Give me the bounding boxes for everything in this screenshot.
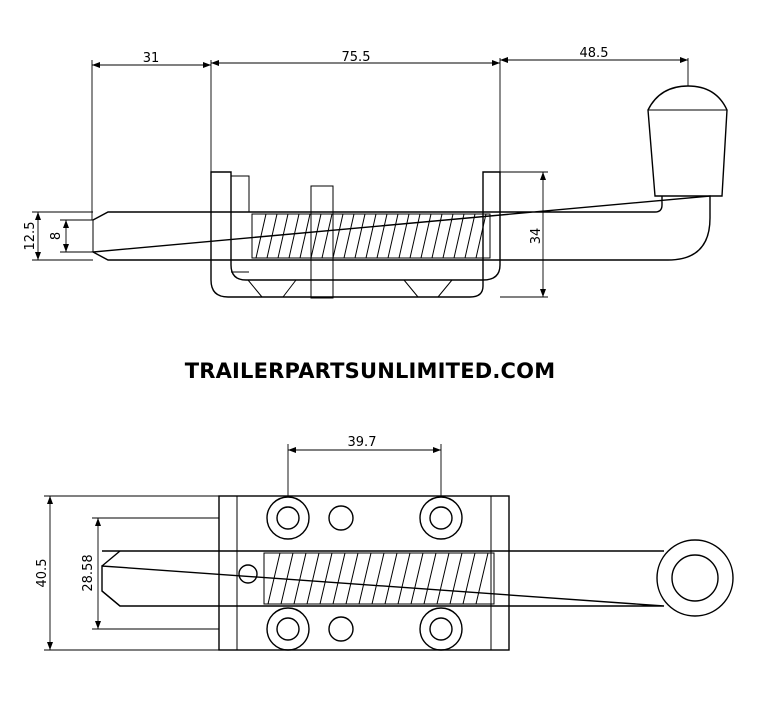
spring-coil-line — [384, 552, 398, 605]
spring-coil-line — [280, 552, 294, 605]
handle-ring-outer — [656, 539, 734, 617]
spring-coil-line — [277, 213, 289, 259]
spring-coil-line — [436, 552, 450, 605]
bracket-feet — [247, 279, 453, 298]
dim-hole-spacing: 39.7 — [348, 435, 377, 450]
spring-coil-line — [462, 552, 476, 605]
brand-text: TRAILERPARTSUNLIMITED.COM — [185, 359, 556, 383]
spring-coil-line — [398, 213, 410, 259]
spring-coil-line — [464, 213, 476, 259]
spring-coils — [251, 213, 491, 259]
spring-coil-line — [255, 213, 267, 259]
spring-coil-line — [371, 552, 385, 605]
dim-handle-reach: 48.5 — [580, 46, 609, 61]
spring-coil-line — [475, 213, 487, 259]
spring-coil-line — [288, 213, 300, 259]
bolt-pin-outline — [90, 195, 711, 261]
spring-coil-line — [299, 213, 311, 259]
spring-coil-line — [410, 552, 424, 605]
spring-coil-line — [449, 552, 463, 605]
dim-outer-height: 12.5 — [23, 222, 38, 251]
spring-coil-line — [453, 213, 465, 259]
spring-coil-line — [365, 213, 377, 259]
spring-coil-line — [354, 213, 366, 259]
spring-outline — [263, 552, 495, 605]
top-dimensions — [44, 444, 442, 651]
spring-coil-line — [423, 552, 437, 605]
dim-body-height: 34 — [529, 228, 544, 245]
bracket-outline — [210, 171, 501, 298]
bracket-slot-post — [310, 185, 334, 299]
spring-coil-line — [332, 213, 344, 259]
spring-coil-line — [343, 213, 355, 259]
handle-knob — [647, 85, 728, 197]
spring-coil-line — [319, 552, 333, 605]
spring-coil-line — [387, 213, 399, 259]
spring-coil-line — [345, 552, 359, 605]
base-plate — [218, 495, 510, 651]
spring-coil-line — [358, 552, 372, 605]
spring-coil-line — [266, 213, 278, 259]
side-dimensions — [32, 57, 689, 298]
dim-left-length: 31 — [143, 51, 160, 66]
top-view: 39.7 40.5 28.58 — [35, 435, 734, 651]
dim-inner-width: 28.58 — [81, 554, 96, 591]
spring-coil-line — [267, 552, 281, 605]
spring-coil-line — [442, 213, 454, 259]
side-view: 31 75.5 48.5 12.5 8 34 — [23, 46, 728, 299]
dim-plate-width: 40.5 — [35, 559, 50, 588]
dim-body-length: 75.5 — [342, 50, 371, 65]
dim-pin-diameter: 8 — [49, 232, 64, 240]
spring-coil-line — [321, 213, 333, 259]
spring-coil-line — [306, 552, 320, 605]
spring-outline — [251, 213, 491, 259]
mounting-holes — [238, 496, 463, 651]
spring-coil-line — [409, 213, 421, 259]
handle-ring-inner — [671, 554, 719, 602]
spring-coil-line — [431, 213, 443, 259]
spring-coil-line — [475, 552, 489, 605]
bracket-left-tab — [230, 175, 250, 213]
spring-coils-top — [263, 552, 495, 605]
spring-coil-line — [376, 213, 388, 259]
spring-coil-line — [293, 552, 307, 605]
spring-coil-line — [420, 213, 432, 259]
spring-coil-line — [332, 552, 346, 605]
spring-coil-line — [397, 552, 411, 605]
spring-coil-line — [310, 213, 322, 259]
